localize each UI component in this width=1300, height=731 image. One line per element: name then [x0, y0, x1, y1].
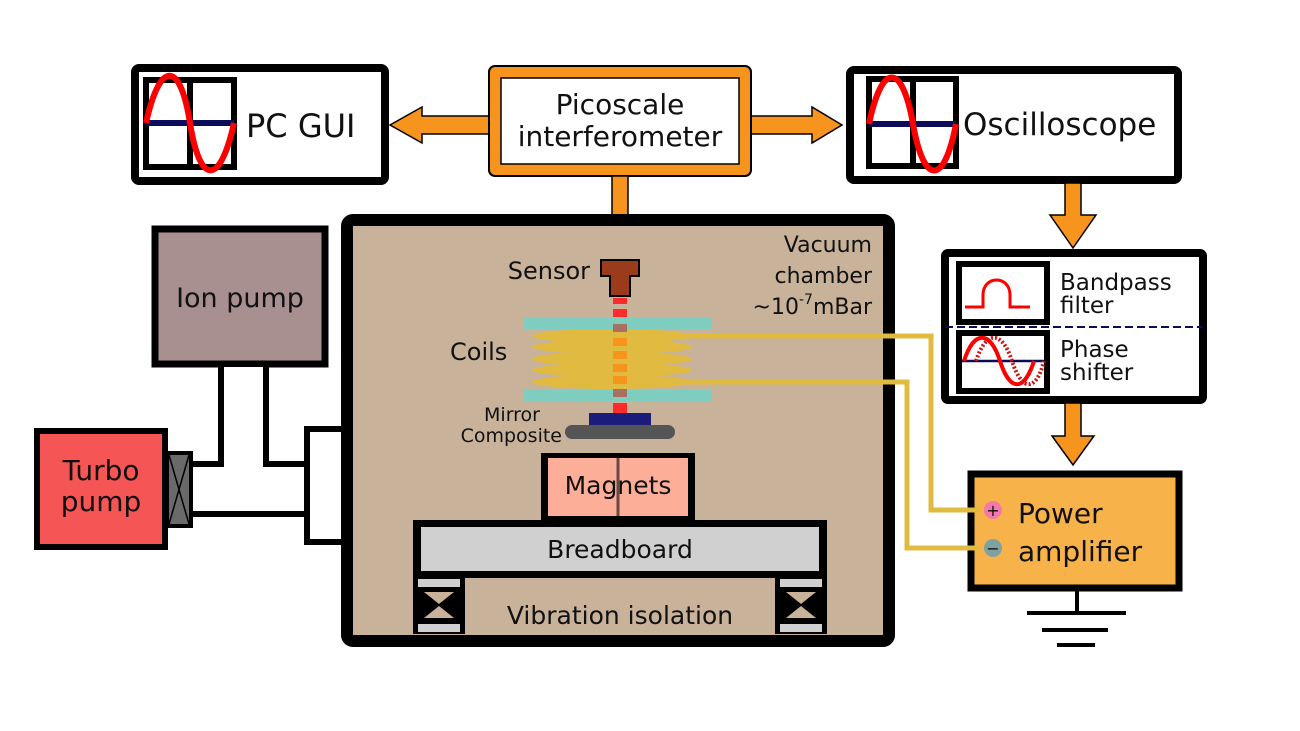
arrow-to-oscilloscope [749, 105, 844, 145]
sine-wave-screen-icon [866, 74, 959, 174]
vibration-isolators: Vibration isolation [413, 576, 827, 634]
oscilloscope-label: Oscilloscope [963, 107, 1156, 143]
oscilloscope-block: Oscilloscope [846, 66, 1182, 184]
bandpass-label-line2: filter [1060, 293, 1114, 319]
ion-pump-label: Ion pump [176, 283, 304, 314]
mirror-composite: Mirror Composite [461, 404, 675, 447]
isolator-right [775, 576, 827, 634]
breadboard: Breadboard [413, 520, 827, 578]
valve-icon [165, 451, 193, 528]
bandpass-label-line1: Bandpass [1060, 270, 1172, 296]
interferometer-label-line1: Picoscale [556, 88, 685, 121]
vacuum-pressure: ~10-7mBar [753, 292, 873, 320]
bandpass-curve-icon [956, 261, 1050, 325]
phase-shift-icon [956, 330, 1050, 394]
breadboard-label: Breadboard [547, 535, 693, 564]
plus-sign: + [986, 501, 999, 520]
composite-label: Composite [461, 425, 562, 447]
sensor: Sensor [508, 257, 640, 297]
coils-label: Coils [450, 338, 507, 366]
isolator-left [413, 576, 465, 634]
minus-sign: − [986, 539, 999, 558]
vacuum-pipes [192, 367, 350, 545]
pc-gui-label: PC GUI [246, 107, 355, 145]
coil-wires [640, 333, 980, 551]
magnets-label: Magnets [565, 471, 672, 500]
sensor-label: Sensor [508, 257, 590, 285]
interferometer-label-line2: interferometer [518, 120, 723, 153]
vibration-label: Vibration isolation [507, 601, 733, 630]
turbo-pump-label-line2: pump [61, 485, 142, 518]
ion-pump-block: Ion pump [151, 225, 329, 368]
mirror-label: Mirror [484, 404, 540, 426]
vacuum-chamber-label-line2: chamber [775, 264, 873, 289]
turbo-pump-label-line1: Turbo [61, 454, 139, 487]
arrow-to-filters [1048, 182, 1098, 250]
minus-terminal [984, 539, 1002, 557]
magnets: Magnets [541, 453, 695, 520]
vacuum-chamber-label-line1: Vacuum [784, 233, 872, 258]
laser-beam [613, 298, 627, 413]
arrow-to-pc-gui [388, 105, 492, 145]
power-amplifier-label-line1: Power [1018, 497, 1103, 530]
power-amplifier-block: + − Power amplifier [967, 470, 1183, 592]
power-amplifier-label-line2: amplifier [1018, 535, 1143, 568]
pc-gui-block: PC GUI [131, 64, 389, 185]
sine-wave-screen-icon [143, 73, 237, 173]
phase-shifter-label-line1: Phase [1060, 337, 1129, 363]
filter-block: Bandpass filter Phase shifter [941, 249, 1207, 404]
plus-terminal [984, 501, 1002, 519]
turbo-pump-block: Turbo pump [34, 428, 168, 550]
interferometer-block: Picoscale interferometer [488, 65, 752, 177]
phase-shifter-label-line2: shifter [1060, 360, 1134, 386]
arrow-to-amplifier [1050, 402, 1096, 467]
ground-symbol-icon [1027, 591, 1126, 647]
